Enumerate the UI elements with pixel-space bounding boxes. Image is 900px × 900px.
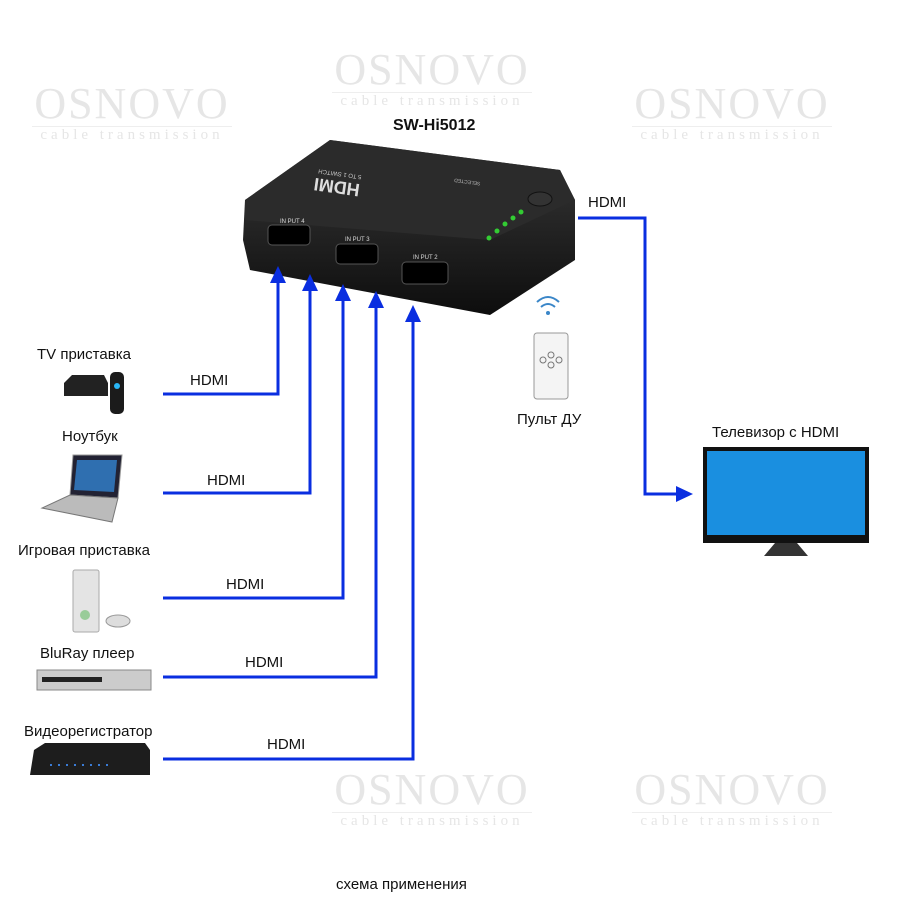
cable-label: HDMI	[207, 472, 246, 489]
tv-label: Телевизор с HDMI	[712, 424, 840, 441]
bluray-player-device	[36, 669, 152, 691]
switch-sublogo: 5 TO 1 SWITCH	[318, 167, 362, 179]
led-icon	[486, 235, 492, 241]
cable-line	[163, 304, 378, 679]
source-label: TV приставка	[37, 346, 131, 363]
source-label: Ноутбук	[62, 428, 118, 445]
port-label: IN PUT 4	[280, 219, 305, 225]
led-icon	[510, 215, 516, 221]
laptop-device	[40, 454, 123, 523]
cable-line	[578, 216, 680, 496]
cable-label: HDMI	[267, 736, 306, 753]
arrow-up-icon	[270, 266, 286, 283]
cable-label: HDMI	[190, 372, 229, 389]
tv-device	[703, 447, 869, 556]
output-cable-label: HDMI	[588, 194, 627, 211]
select-button	[527, 191, 553, 207]
hdmi-cables	[163, 216, 680, 761]
dvr-device	[30, 743, 150, 775]
caption: схема применения	[336, 876, 467, 893]
tv-box-device	[64, 372, 124, 414]
cable-line	[163, 318, 415, 761]
source-label: BluRay плеер	[40, 645, 135, 662]
arrow-up-icon	[368, 291, 384, 308]
arrow-up-icon	[405, 305, 421, 322]
source-label: Видеорегистратор	[24, 723, 153, 740]
cable-label: HDMI	[226, 576, 265, 593]
port-label: IN PUT 3	[345, 237, 370, 243]
hdmi-port-icon	[335, 243, 379, 265]
led-icon	[494, 228, 500, 234]
arrow-up-icon	[335, 284, 351, 301]
switch-model-title: SW-Hi5012	[393, 117, 476, 134]
arrow-right-icon	[676, 486, 693, 502]
remote-label: Пульт ДУ	[517, 411, 582, 428]
source-label: Игровая приставка	[18, 542, 150, 559]
arrow-up-icon	[302, 274, 318, 291]
remote-control-device	[533, 332, 569, 400]
led-icon	[502, 221, 508, 227]
cable-label: HDMI	[245, 654, 284, 671]
selected-label: SELECTED	[453, 176, 480, 186]
led-icon	[518, 209, 524, 215]
hdmi-port-icon	[267, 224, 311, 246]
hdmi-port-icon	[401, 261, 449, 285]
game-console-device	[72, 569, 131, 633]
cable-line	[163, 288, 312, 495]
port-label: IN PUT 2	[413, 255, 438, 261]
cable-line	[163, 298, 345, 600]
hdmi-switch-device: IN PUT 4 IN PUT 3 IN PUT 2 HDMI 5 TO 1 S…	[243, 140, 575, 315]
arrow-heads	[270, 266, 693, 502]
wifi-signal-icon	[536, 296, 560, 315]
cable-line	[163, 280, 280, 396]
